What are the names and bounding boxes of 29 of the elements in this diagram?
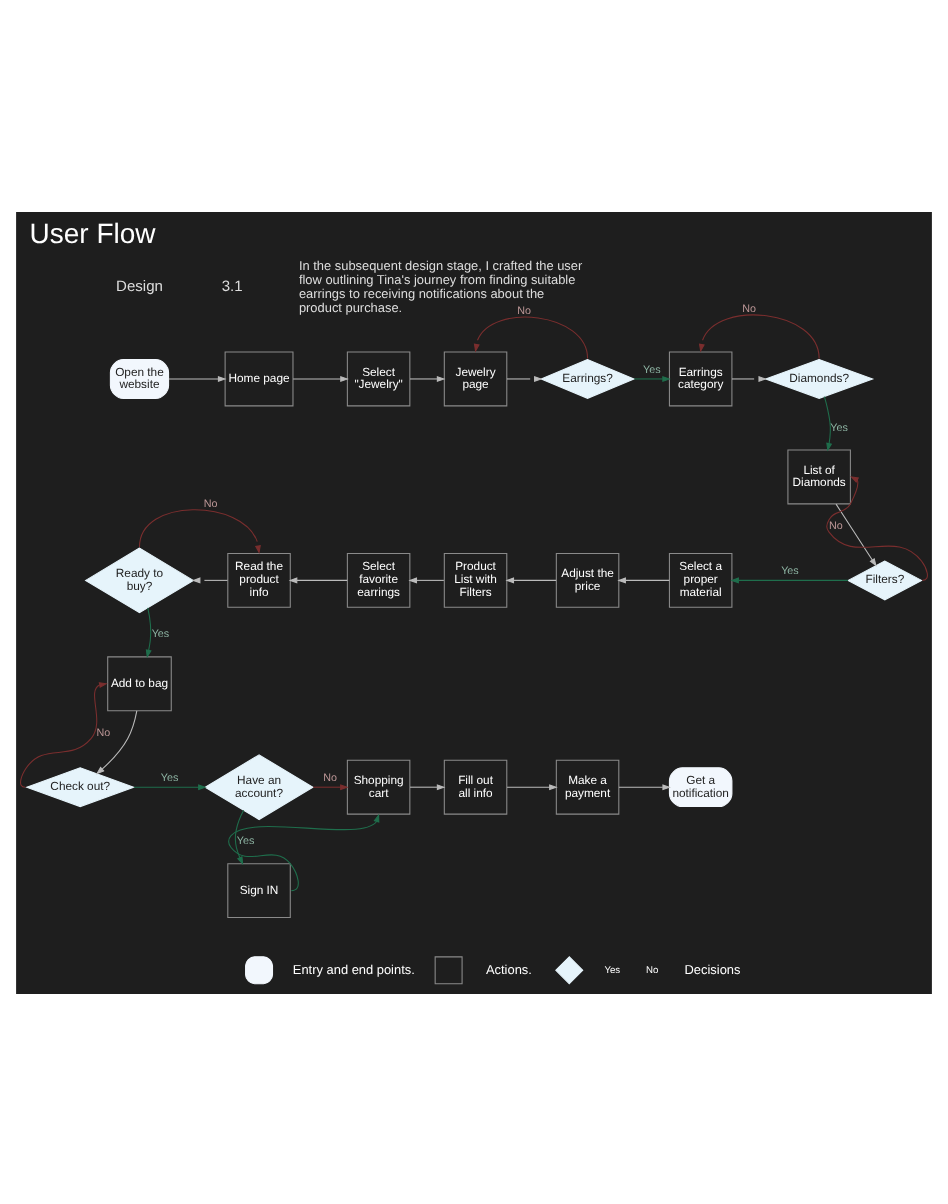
arrow: [633, 374, 671, 381]
arrow: [20, 681, 108, 787]
arrow: [823, 395, 833, 451]
arrow: [473, 315, 589, 359]
arrow: [506, 374, 543, 381]
arrow: [698, 313, 820, 359]
arrow: [409, 374, 446, 381]
diagram-title: User Flow: [29, 216, 156, 249]
arrow: [505, 576, 557, 583]
arrow: [191, 576, 229, 583]
arrow: [835, 502, 877, 566]
arrow: [288, 576, 348, 583]
arrow: [506, 783, 558, 790]
arrow: [617, 576, 670, 583]
arrow: [228, 812, 380, 891]
arrow: [138, 508, 261, 553]
arrow: [234, 808, 245, 865]
arrow: [731, 374, 768, 381]
arrow: [168, 374, 227, 381]
arrow: [409, 783, 446, 790]
arrow: [292, 374, 349, 381]
arrow: [618, 783, 671, 790]
arrow: [730, 576, 849, 583]
arrow: [133, 783, 207, 790]
arrow: [145, 606, 152, 658]
arrow: [826, 475, 928, 580]
arrow: [312, 783, 349, 790]
arrow: [95, 709, 138, 774]
arrow: [408, 576, 445, 583]
